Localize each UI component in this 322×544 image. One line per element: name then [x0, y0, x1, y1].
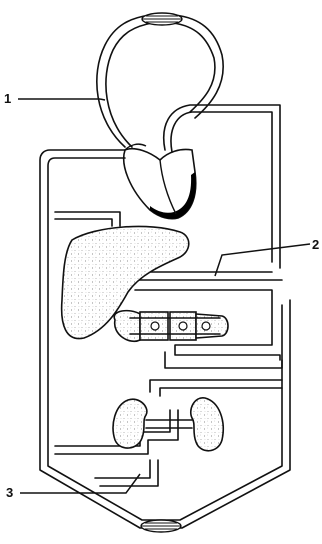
label-2: 2 — [215, 237, 319, 276]
right-kidney — [191, 398, 223, 451]
intestine — [114, 311, 228, 342]
svg-text:3: 3 — [6, 485, 13, 500]
svg-text:2: 2 — [312, 237, 319, 252]
left-kidney — [113, 399, 147, 448]
label-1: 1 — [4, 91, 105, 106]
kidneys — [113, 398, 223, 451]
svg-text:1: 1 — [4, 91, 11, 106]
pulmonary-circuit — [97, 13, 223, 147]
